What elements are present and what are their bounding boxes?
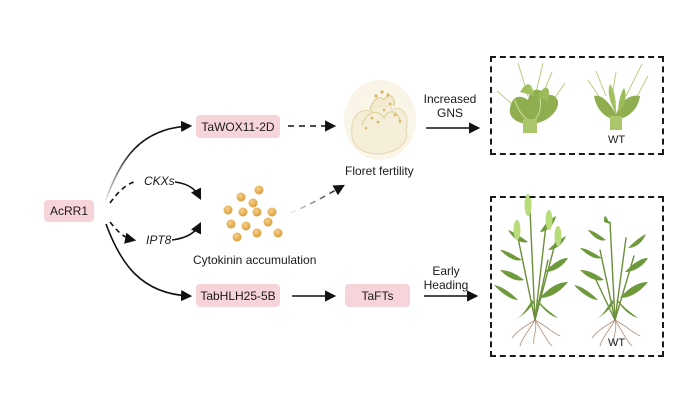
ckxs-label: CKXs (144, 174, 175, 188)
plant-mutant-icon (494, 194, 568, 347)
node-acrr1-label: AcRR1 (49, 204, 88, 218)
floret-fertility-label: Floret fertility (345, 164, 414, 178)
arrow-cytokinin-to-floret (289, 184, 345, 214)
arrow-acrr1-to-ckxs (109, 181, 135, 204)
floret-icon (344, 80, 416, 160)
spikelet-mutant-icon (496, 62, 566, 133)
cytokinin-accumulation-label: Cytokinin accumulation (193, 253, 317, 267)
spikelet-wt-label: WT (608, 134, 626, 146)
arrow-acrr1-to-tabhlh (105, 223, 193, 302)
node-tawox11-2d: TaWOX11-2D (196, 115, 280, 138)
increased-gns-label: Increased GNS (420, 92, 480, 120)
arrow-ckxs-to-cytokinin (174, 181, 202, 201)
spikelet-comparison-panel (490, 56, 664, 155)
cytokinin-dots-icon (223, 185, 283, 242)
node-tawox11-2d-label: TaWOX11-2D (201, 119, 275, 134)
ipt8-label: IPT8 (146, 233, 172, 247)
arrow-acrr1-to-tawox (105, 120, 193, 201)
plant-wt-icon (574, 216, 648, 347)
node-tabhlh25-5b: TabHLH25-5B (196, 284, 280, 307)
early-heading-line2: Heading (423, 278, 469, 292)
plant-wt-label: WT (608, 337, 626, 349)
early-heading-label: Early Heading (418, 264, 474, 292)
spikelet-wt-icon (587, 63, 649, 130)
early-heading-line1: Early (432, 264, 460, 278)
increased-gns-line2: GNS (436, 106, 463, 120)
node-tabhlh25-5b-label: TabHLH25-5B (200, 288, 276, 303)
arrow-ipt8-to-cytokinin (171, 221, 202, 241)
node-acrr1: AcRR1 (44, 200, 94, 222)
arrow-acrr1-to-ipt8 (109, 221, 137, 244)
node-tafts: TaFTs (345, 284, 410, 307)
increased-gns-line1: Increased (423, 92, 477, 106)
node-tafts-label: TaFTs (361, 288, 394, 303)
plant-comparison-panel (490, 196, 664, 357)
